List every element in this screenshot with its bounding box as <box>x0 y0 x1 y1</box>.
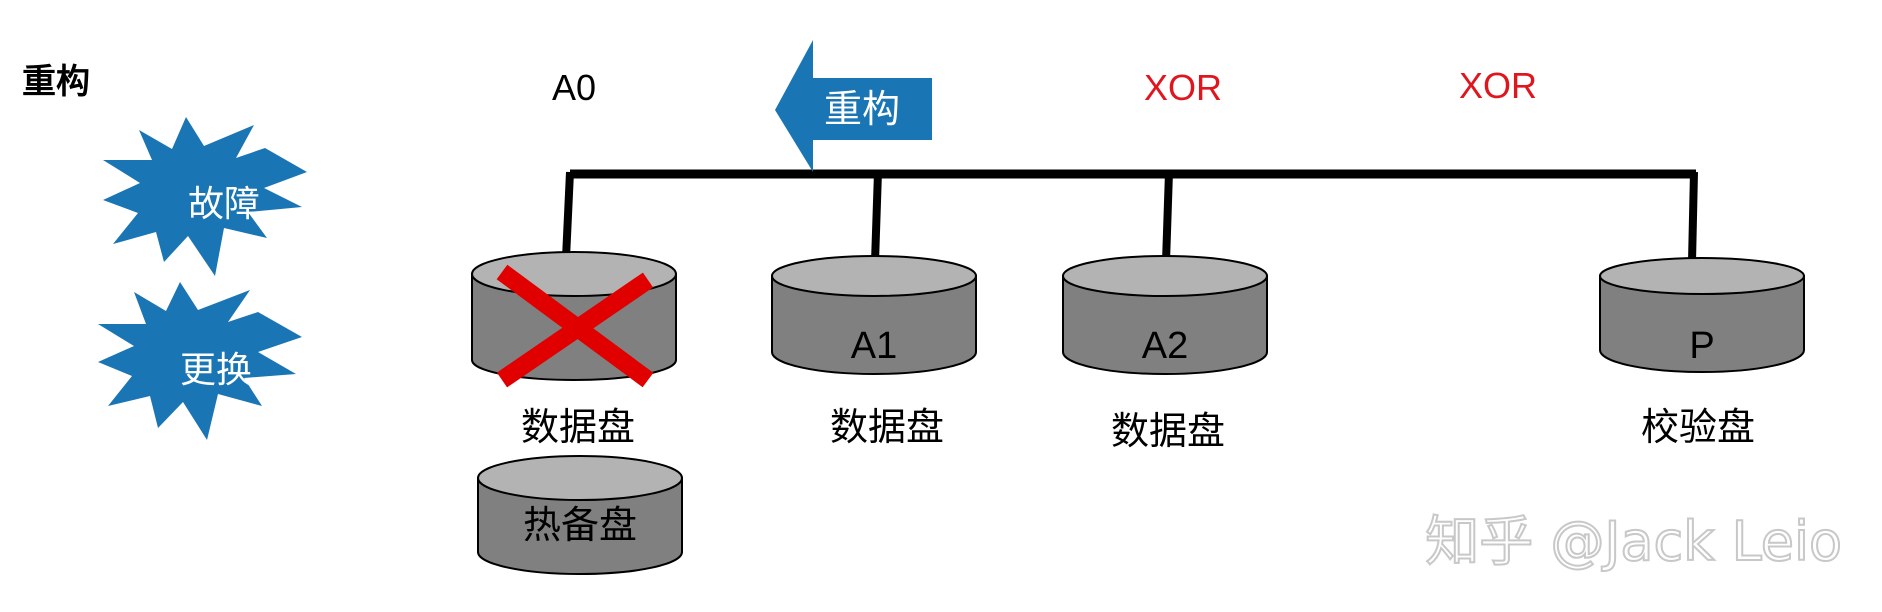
rebuild-arrow-label: 重构 <box>824 87 900 131</box>
disk2-caption: 数据盘 <box>1111 409 1225 453</box>
bus-drop-disk0 <box>562 171 574 259</box>
replace-starburst: 更换 <box>98 282 302 440</box>
bus-drop-disk1 <box>871 171 882 263</box>
parity-caption: 校验盘 <box>1641 405 1755 449</box>
failed-cross-icon <box>496 264 654 388</box>
data-disk-0 <box>471 251 677 388</box>
parity-disk: P <box>1599 257 1805 373</box>
fault-label: 故障 <box>188 184 260 225</box>
replace-label: 更换 <box>180 350 252 391</box>
disk1-label: A1 <box>851 325 897 367</box>
bus-drop-disk2 <box>1162 171 1173 263</box>
hot-spare-label: 热备盘 <box>523 503 637 547</box>
bus-drop-parity <box>1688 171 1698 263</box>
parity-label: P <box>1689 325 1714 367</box>
disk1-caption: 数据盘 <box>830 405 944 449</box>
a0-label: A0 <box>552 67 596 108</box>
data-disk-2: A2 <box>1062 255 1268 375</box>
watermark: 知乎 @Jack Leio <box>1425 510 1842 573</box>
xor-label-1: XOR <box>1144 67 1222 108</box>
disk0-caption: 数据盘 <box>521 405 635 449</box>
xor-label-2: XOR <box>1459 65 1537 106</box>
fault-starburst: 故障 <box>103 117 307 276</box>
disk2-label: A2 <box>1142 325 1188 367</box>
data-disk-1: A1 <box>771 255 977 375</box>
rebuild-arrow: 重构 <box>775 40 932 172</box>
hot-spare-disk: 热备盘 <box>477 455 683 575</box>
page-title: 重构 <box>22 62 90 102</box>
